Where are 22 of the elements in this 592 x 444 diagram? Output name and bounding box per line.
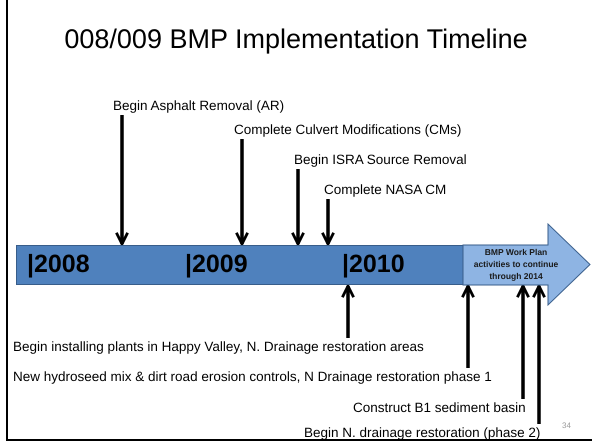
event-label: Begin ISRA Source Removal xyxy=(294,152,467,168)
arrow xyxy=(291,169,305,246)
continuation-text: BMP Work Plan activities to continue through 2014 xyxy=(472,246,560,282)
year-label: |2009 xyxy=(185,249,248,279)
event-label: Complete NASA CM xyxy=(324,182,446,198)
year-label: |2010 xyxy=(342,249,405,279)
title: 008/009 BMP Implementation Timeline xyxy=(63,24,529,55)
event-label: Complete Culvert Modifications (CMs) xyxy=(234,122,462,138)
event-label: Begin installing plants in Happy Valley, N. Drainage restoration areas xyxy=(13,339,424,355)
arrow xyxy=(235,139,249,246)
year-label: |2008 xyxy=(27,249,90,279)
arrow xyxy=(532,284,546,424)
event-label: Begin Asphalt Removal (AR) xyxy=(113,98,284,114)
arrow xyxy=(321,199,335,246)
page-number: 34 xyxy=(562,421,571,430)
event-label: Construct B1 sediment basin xyxy=(353,400,526,416)
arrow xyxy=(115,115,129,246)
event-label: New hydroseed mix & dirt road erosion controls, N Drainage restoration phase 1 xyxy=(13,369,492,385)
arrow xyxy=(341,284,355,338)
arrow xyxy=(516,284,530,399)
arrow xyxy=(461,284,475,368)
event-label: Begin N. drainage restoration (phase 2) xyxy=(304,425,540,441)
